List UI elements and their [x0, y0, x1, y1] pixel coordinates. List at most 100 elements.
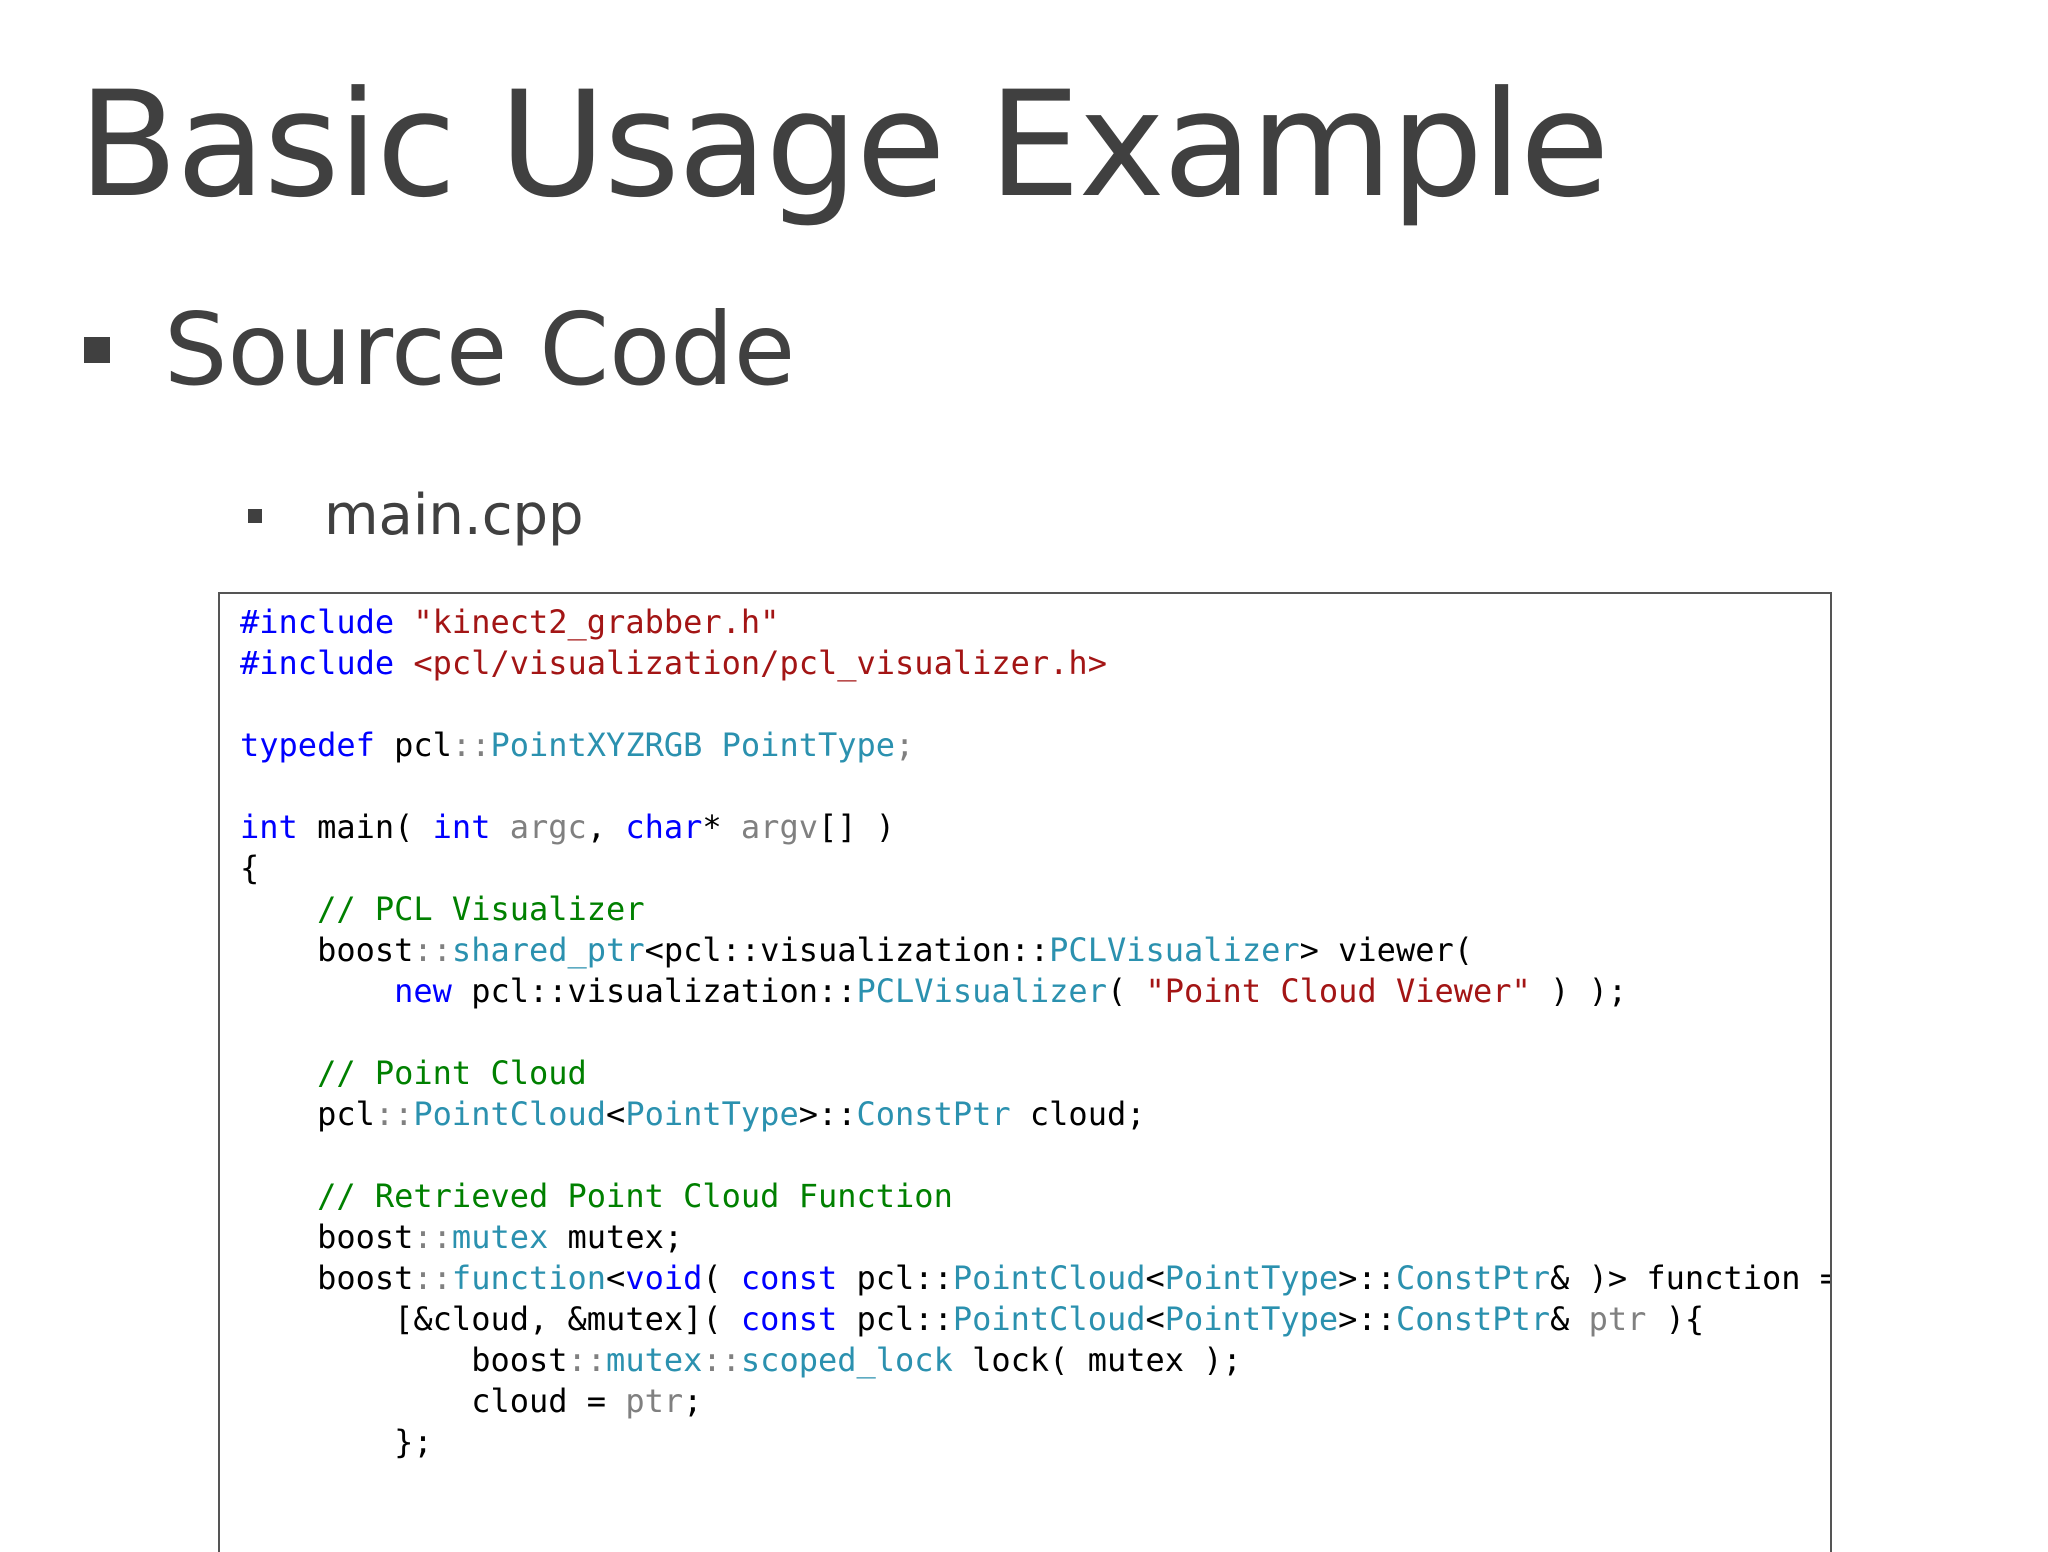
- bullet-source-code: Source Code: [84, 290, 795, 410]
- code-token-plain: ) );: [1530, 972, 1628, 1010]
- code-token-plain: ,: [586, 808, 626, 846]
- code-token-type: PointCloud: [952, 1259, 1146, 1297]
- code-line: boost::mutex::scoped_lock lock( mutex );: [240, 1340, 1830, 1381]
- bullet-main-cpp: main.cpp: [248, 482, 584, 549]
- code-line: [240, 684, 1830, 725]
- code-token-plain: <: [606, 1259, 626, 1297]
- code-token-plain: cloud;: [1010, 1095, 1146, 1133]
- slide-title: Basic Usage Example: [78, 60, 1610, 230]
- code-line: boost::function<void( const pcl::PointCl…: [240, 1258, 1832, 1299]
- code-token-plain: pcl: [394, 726, 452, 764]
- code-token-plain: ){: [1646, 1300, 1705, 1338]
- code-token-plain: boost: [240, 1341, 568, 1379]
- code-token-plain: <: [1145, 1259, 1165, 1297]
- code-token-plain: >::: [1338, 1300, 1396, 1338]
- code-line: {: [240, 848, 1830, 889]
- code-token-type: ConstPtr: [1395, 1300, 1551, 1338]
- code-line: [240, 1135, 1830, 1176]
- code-token-plain: boost: [240, 1259, 414, 1297]
- code-token-type: mutex: [451, 1218, 549, 1256]
- code-token-comment: // Retrieved Point Cloud Function: [317, 1177, 953, 1215]
- code-token-plain: pcl::visualization::: [471, 972, 857, 1010]
- code-token-keyword: #include: [240, 644, 414, 682]
- code-token-plain: [240, 1054, 317, 1092]
- code-token-type: ConstPtr: [856, 1095, 1011, 1133]
- bullet-text: Source Code: [164, 291, 796, 408]
- code-token-plain: >::: [1338, 1259, 1396, 1297]
- code-token-param: ::: [413, 1218, 452, 1256]
- code-token-plain: &: [1550, 1300, 1589, 1338]
- code-token-plain: [240, 890, 317, 928]
- code-token-param: ::: [567, 1341, 607, 1379]
- code-token-param: ::: [451, 726, 491, 764]
- code-token-param: ::: [374, 1095, 414, 1133]
- code-token-plain: [] ): [817, 808, 896, 846]
- code-token-keyword: typedef: [240, 726, 395, 764]
- code-token-param: ptr: [1588, 1300, 1647, 1338]
- code-line: [240, 766, 1830, 807]
- code-token-keyword: void: [625, 1259, 703, 1297]
- code-token-comment: // PCL Visualizer: [317, 890, 645, 928]
- code-token-keyword: #include: [240, 603, 414, 641]
- code-token-type: shared_ptr: [451, 931, 645, 969]
- code-token-plain: pcl::: [856, 1300, 953, 1338]
- code-line: boost::shared_ptr<pcl::visualization::PC…: [240, 930, 1830, 971]
- code-line: // Retrieved Point Cloud Function: [240, 1176, 1830, 1217]
- code-token-plain: & )> function =: [1550, 1259, 1832, 1297]
- code-line: typedef pcl::PointXYZRGB PointType;: [240, 725, 1830, 766]
- code-token-plain: *: [702, 808, 741, 846]
- code-line: // Point Cloud: [240, 1053, 1830, 1094]
- code-token-type: PointCloud: [413, 1095, 607, 1133]
- code-token-param: ::: [413, 1259, 452, 1297]
- code-token-param: argc: [509, 808, 587, 846]
- code-token-plain: (: [702, 1259, 741, 1297]
- code-token-keyword: char: [625, 808, 703, 846]
- code-token-plain: lock( mutex );: [952, 1341, 1242, 1379]
- code-token-plain: > viewer(: [1299, 931, 1473, 969]
- code-token-plain: pcl: [240, 1095, 375, 1133]
- code-token-type: PointCloud: [952, 1300, 1146, 1338]
- code-token-plain: >::: [798, 1095, 857, 1133]
- code-line: cloud = ptr;: [240, 1381, 1830, 1422]
- code-token-type: PointXYZRGB PointType: [490, 726, 896, 764]
- code-line: int main( int argc, char* argv[] ): [240, 807, 1830, 848]
- code-token-type: mutex: [606, 1341, 703, 1379]
- code-token-plain: pcl::: [856, 1259, 953, 1297]
- code-token-string: "kinect2_grabber.h": [413, 603, 780, 641]
- code-token-type: PointType: [1164, 1300, 1339, 1338]
- code-token-plain: main(: [317, 808, 433, 846]
- code-token-type: PointType: [1164, 1259, 1339, 1297]
- code-line: boost::mutex mutex;: [240, 1217, 1830, 1258]
- code-line: #include <pcl/visualization/pcl_visualiz…: [240, 643, 1830, 684]
- code-token-type: PointType: [625, 1095, 799, 1133]
- code-token-type: ConstPtr: [1395, 1259, 1551, 1297]
- code-token-param: ::: [702, 1341, 741, 1379]
- code-token-plain: <: [606, 1095, 626, 1133]
- code-token-keyword: const: [740, 1300, 857, 1338]
- code-token-param: ::: [413, 931, 452, 969]
- code-token-keyword: const: [740, 1259, 857, 1297]
- code-token-param: ;: [895, 726, 915, 764]
- code-token-plain: boost: [240, 931, 414, 969]
- code-token-string: "Point Cloud Viewer": [1145, 972, 1531, 1010]
- code-token-type: PCLVisualizer: [1049, 931, 1300, 969]
- code-token-keyword: int: [240, 808, 318, 846]
- code-line: [240, 1012, 1830, 1053]
- code-token-type: PCLVisualizer: [856, 972, 1107, 1010]
- code-token-keyword: int: [432, 808, 510, 846]
- code-line: new pcl::visualization::PCLVisualizer( "…: [240, 971, 1830, 1012]
- code-line: #include "kinect2_grabber.h": [240, 602, 1830, 643]
- code-token-plain: boost: [240, 1218, 414, 1256]
- code-line: pcl::PointCloud<PointType>::ConstPtr clo…: [240, 1094, 1830, 1135]
- code-token-plain: <: [1145, 1300, 1165, 1338]
- code-token-plain: cloud =: [240, 1382, 626, 1420]
- code-line: [&cloud, &mutex]( const pcl::PointCloud<…: [240, 1299, 1830, 1340]
- square-bullet-icon: [248, 508, 262, 523]
- code-token-plain: {: [240, 849, 260, 887]
- code-token-type: scoped_lock: [740, 1341, 953, 1379]
- code-line: // PCL Visualizer: [240, 889, 1830, 930]
- code-token-plain: [240, 972, 394, 1010]
- code-token-plain: <pcl::visualization::: [644, 931, 1050, 969]
- bullet-text: main.cpp: [324, 483, 584, 548]
- code-token-plain: };: [240, 1423, 433, 1461]
